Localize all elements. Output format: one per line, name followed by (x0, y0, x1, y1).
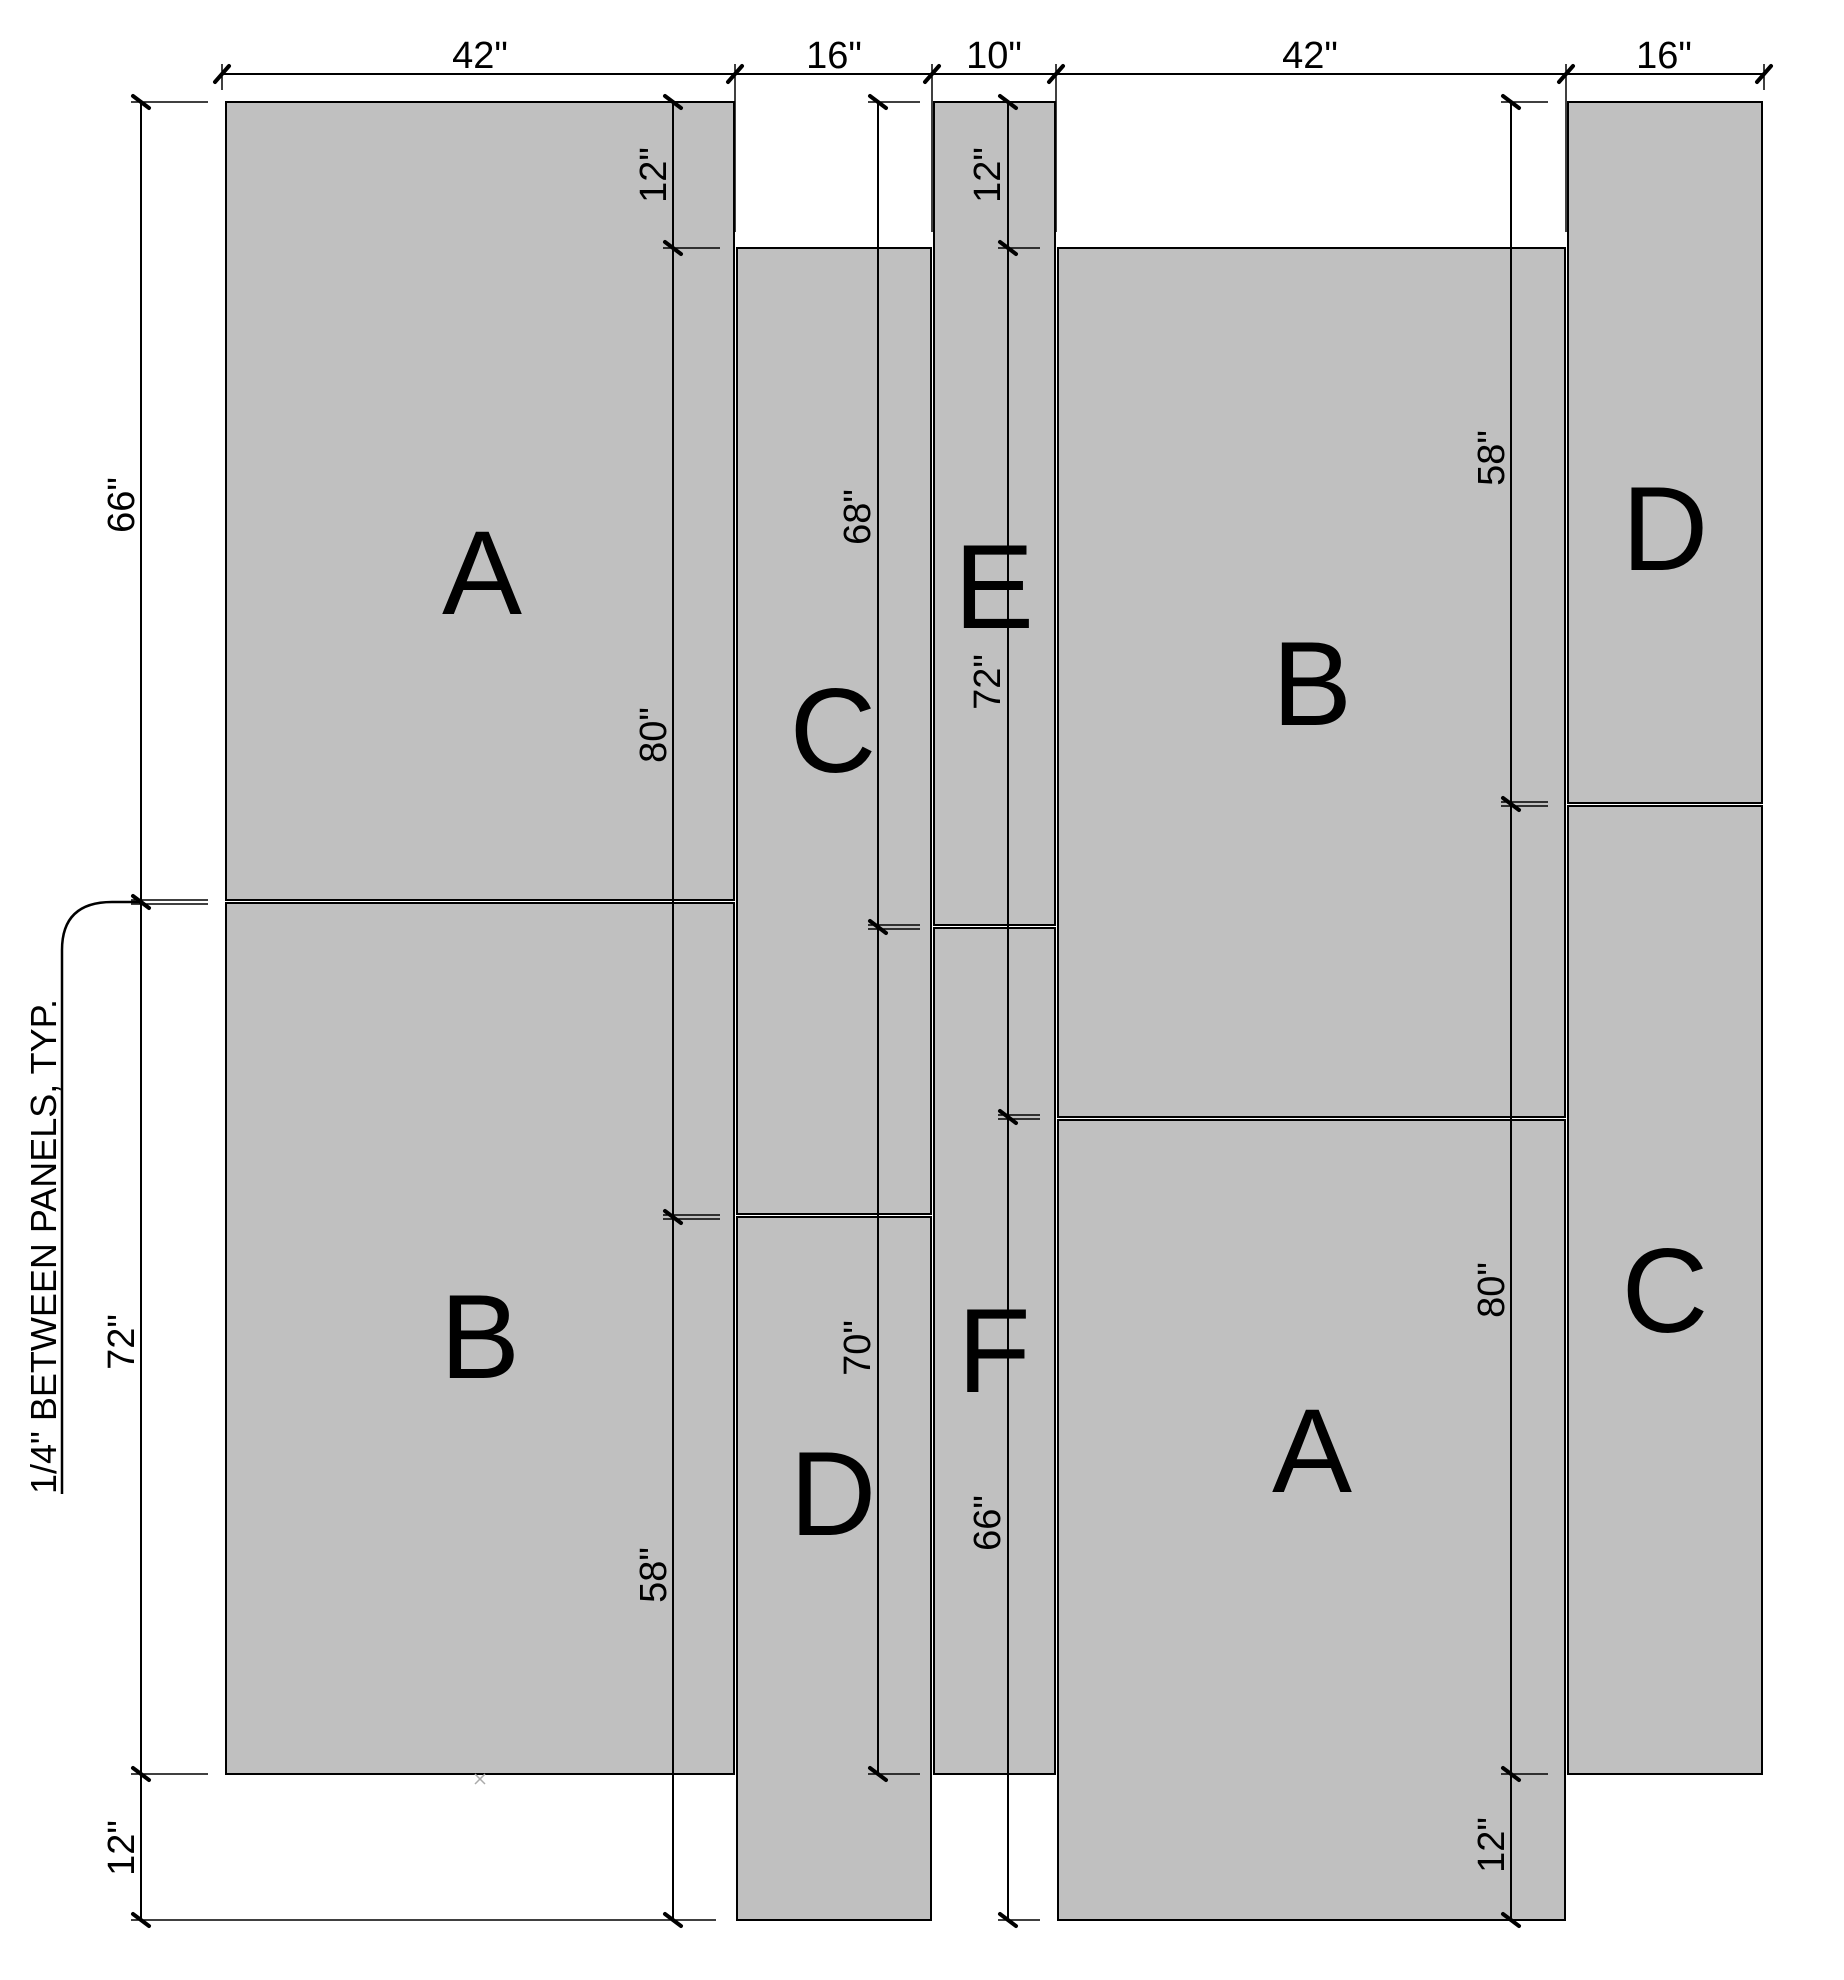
dimension-label: 12" (101, 1820, 143, 1876)
panel-right-c (1567, 805, 1763, 1775)
panel-letter: D (1622, 462, 1709, 596)
dimension-label: 12" (1471, 1817, 1513, 1873)
panel-letter: D (790, 1427, 877, 1561)
dimension-label: 58" (633, 1547, 675, 1603)
panel-mid-f (933, 927, 1056, 1775)
panel-left-c (736, 247, 932, 1215)
panel-letter: B (440, 1270, 520, 1404)
dimension-label: 66" (101, 477, 143, 533)
dimension-label: 70" (837, 1320, 879, 1376)
gap-note: 1/4" BETWEEN PANELS, TYP. (23, 900, 141, 1494)
panel-left-b (225, 902, 735, 1775)
panel-letter: B (1272, 617, 1352, 751)
column-a-b-dimensions: 12" 80" 58" (633, 94, 720, 1928)
dimension-label: 72" (967, 654, 1009, 710)
dimension-label: 16" (1636, 35, 1692, 77)
dimension-label: 10" (966, 35, 1022, 77)
dimension-label: 42" (452, 35, 508, 77)
left-height-dimensions: 66" 72" 12" (101, 94, 716, 1928)
dimension-label: 68" (837, 489, 879, 545)
panel-mid-e (933, 101, 1056, 926)
dimension-label: 80" (633, 707, 675, 763)
dimension-label: 42" (1282, 35, 1338, 77)
dimension-label: 80" (1471, 1262, 1513, 1318)
column-e-f-dimensions: 12" 72" 66" (967, 94, 1040, 1928)
dimension-label: 58" (1471, 430, 1513, 486)
panel-letter: C (1622, 1224, 1709, 1358)
top-width-dimensions: 42" 16" 10" 42" 16" (213, 35, 1773, 232)
panel-left-d (736, 1216, 932, 1921)
panel-letter: E (954, 520, 1034, 654)
column-c-d-dimensions: 68" 70" (837, 94, 920, 1782)
construction-mark (474, 1773, 486, 1785)
gap-note-text: 1/4" BETWEEN PANELS, TYP. (23, 999, 64, 1494)
dimension-label: 16" (806, 35, 862, 77)
panel-letter: C (790, 664, 877, 798)
panel-letter: A (442, 506, 522, 640)
panel-letters: A B C D E F B A D C (440, 462, 1708, 1561)
dimension-label: 12" (967, 147, 1009, 203)
panel-right-b (1057, 247, 1566, 1118)
panel-left-a (225, 101, 735, 901)
column-right-b-a-dimensions: 58" 80" 12" (1471, 94, 1548, 1928)
panel-letter: A (1272, 1384, 1352, 1518)
dimension-label: 72" (101, 1314, 143, 1370)
panel-right-a (1057, 1119, 1566, 1921)
panels (225, 101, 1763, 1921)
panel-letter: F (957, 1284, 1030, 1418)
panel-right-d (1567, 101, 1763, 804)
dimension-label: 12" (633, 147, 675, 203)
dimension-label: 66" (967, 1495, 1009, 1551)
